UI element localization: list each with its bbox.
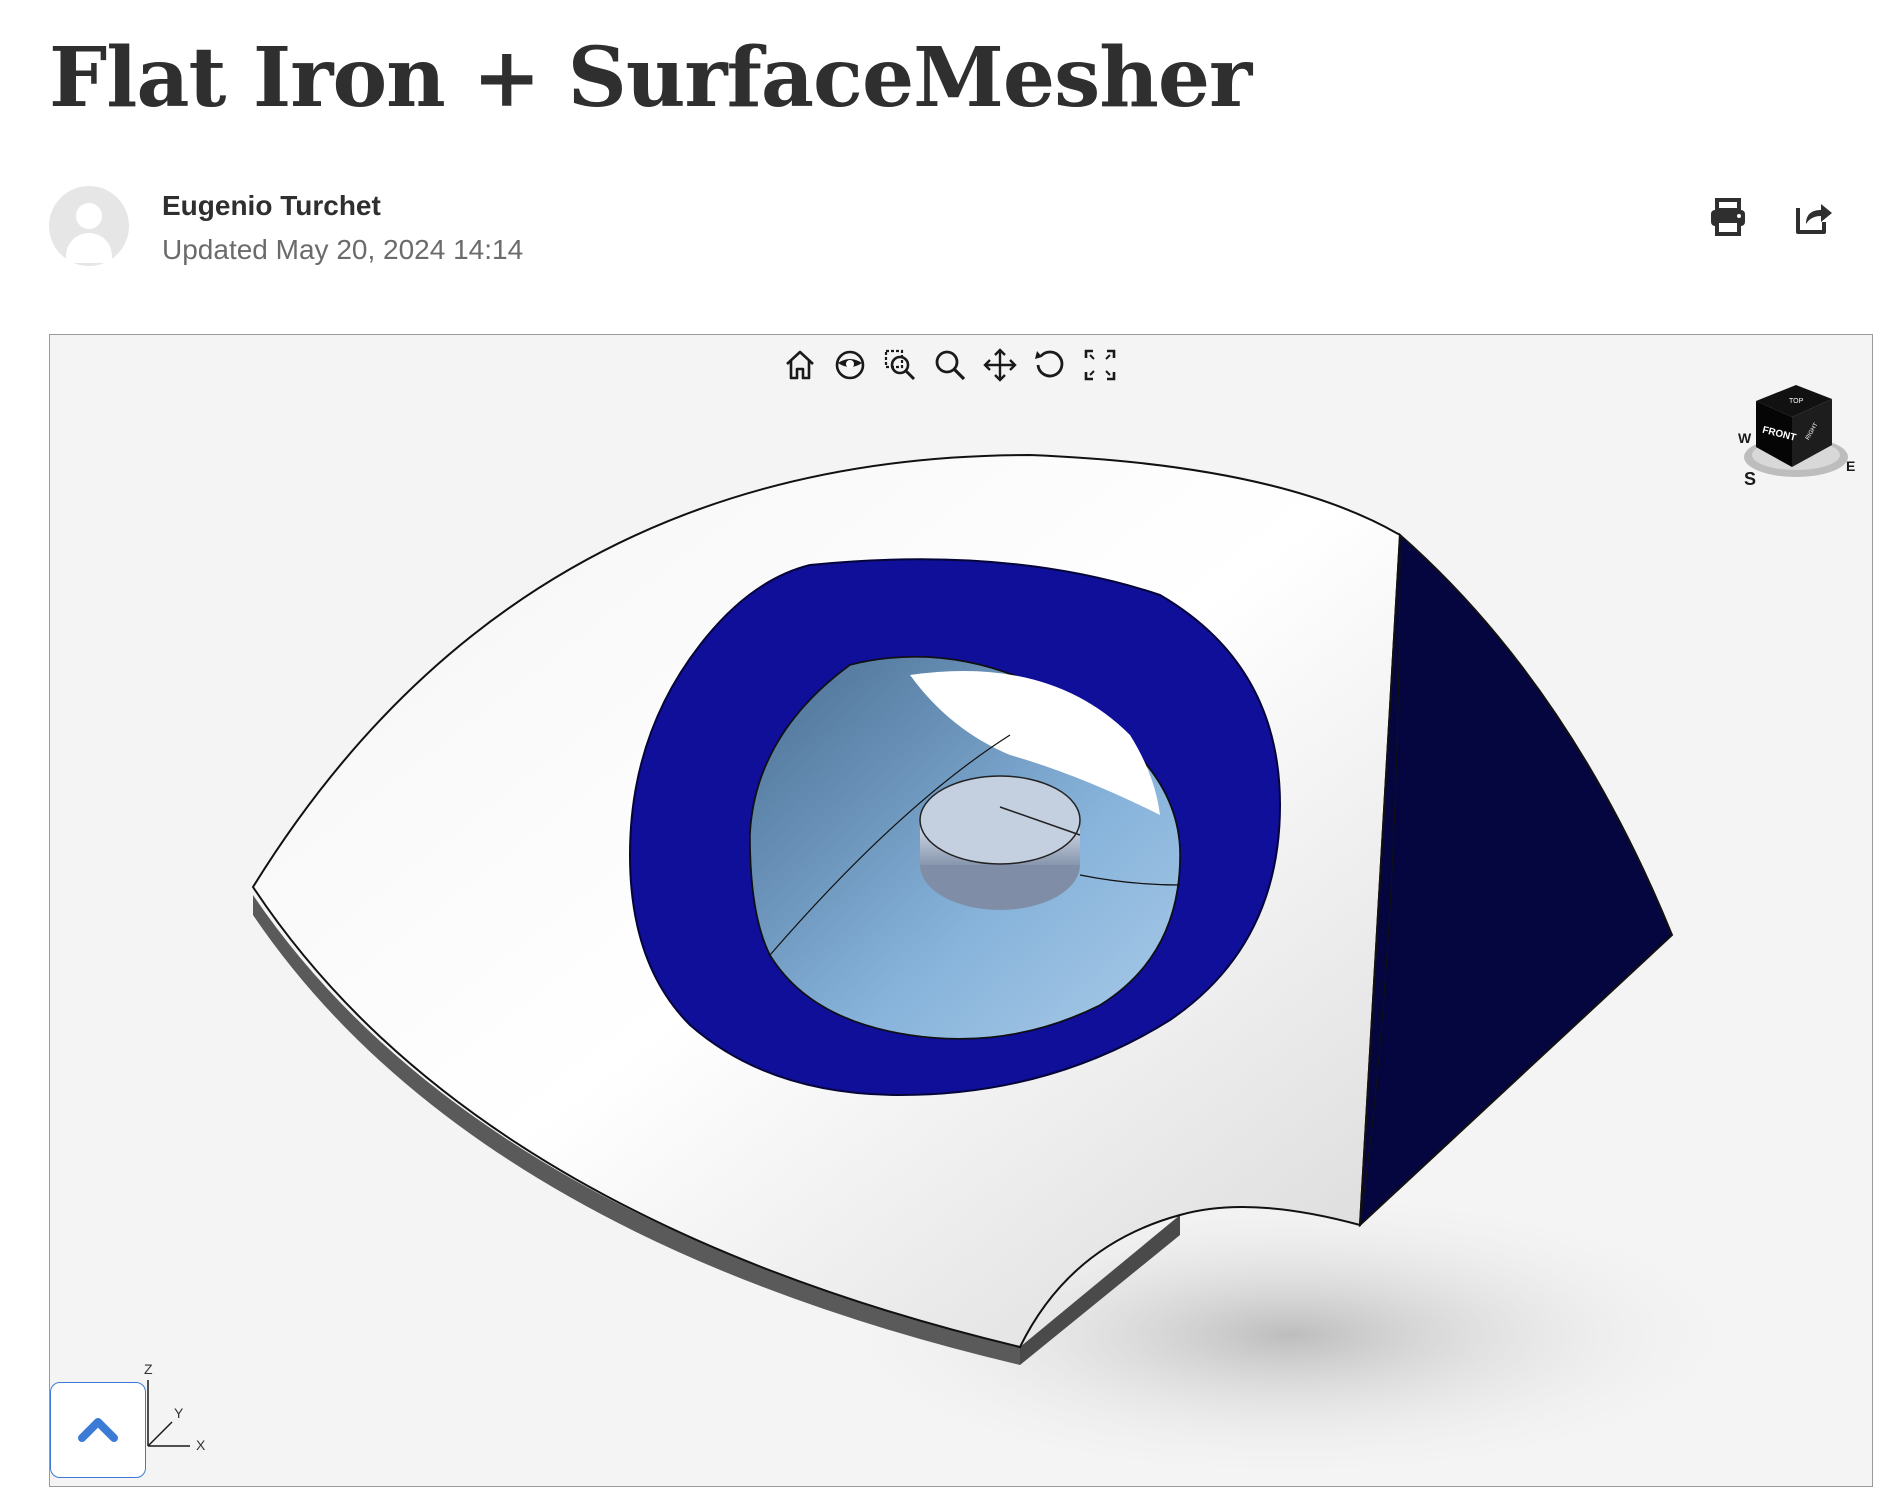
axis-y-label: Y	[174, 1405, 184, 1421]
page-title: Flat Iron + SurfaceMesher	[49, 30, 1252, 126]
compass-w-label: W	[1738, 430, 1752, 446]
axis-z-label: Z	[144, 1361, 153, 1377]
axis-triad-graphic: Z Y X	[144, 1361, 206, 1453]
pan-button[interactable]	[980, 345, 1020, 385]
share-button[interactable]	[1788, 192, 1838, 242]
zoom-box-button[interactable]	[880, 345, 920, 385]
home-icon	[786, 350, 814, 380]
zoom-box-icon	[884, 349, 916, 381]
iron-model[interactable]	[50, 335, 1872, 1486]
chevron-up-icon	[78, 1418, 118, 1442]
axis-triad: Z Y X	[110, 1350, 220, 1460]
zoom-icon	[935, 350, 966, 381]
author-row: Eugenio Turchet Updated May 20, 2024 14:…	[49, 186, 1859, 266]
mesh-seam	[769, 734, 1011, 956]
axis-x-label: X	[196, 1437, 206, 1453]
updated-timestamp: Updated May 20, 2024 14:14	[162, 234, 524, 265]
printer-icon	[1711, 198, 1745, 236]
rotate-button[interactable]	[1030, 345, 1070, 385]
handle-opening	[910, 671, 1160, 815]
knob-indicator	[999, 806, 1081, 836]
zoom-button[interactable]	[930, 345, 970, 385]
viewer-toolbar	[780, 345, 1120, 389]
view-cube[interactable]: FRONT TOP RIGHT W S E	[1734, 375, 1864, 495]
3d-viewer[interactable]: FRONT TOP RIGHT W S E	[49, 334, 1873, 1487]
home-button[interactable]	[780, 345, 820, 385]
author-name[interactable]: Eugenio Turchet	[162, 190, 381, 221]
mesh-seam	[1079, 874, 1181, 886]
rotate-icon	[1035, 350, 1064, 378]
pan-icon	[983, 348, 1017, 382]
avatar[interactable]	[49, 186, 129, 266]
avatar-head	[76, 203, 102, 229]
share-icon	[1796, 204, 1832, 234]
viewcube-top-label[interactable]: TOP	[1789, 398, 1804, 405]
avatar-body	[66, 233, 112, 263]
fullscreen-icon	[1084, 349, 1116, 381]
compass-s-label: S	[1744, 469, 1756, 489]
sole-plate-back	[1020, 1215, 1180, 1365]
knob-top	[919, 775, 1081, 865]
orbit-icon	[835, 350, 865, 380]
mesh-seam	[1359, 534, 1401, 1226]
scroll-to-top-button[interactable]	[50, 1382, 146, 1478]
view-cube-graphic: FRONT TOP RIGHT W S E	[1738, 385, 1855, 489]
compass-e-label: E	[1846, 458, 1855, 474]
fullscreen-button[interactable]	[1080, 345, 1120, 385]
orbit-button[interactable]	[830, 345, 870, 385]
iron-side-panel	[1358, 532, 1674, 1228]
print-button[interactable]	[1703, 192, 1753, 242]
